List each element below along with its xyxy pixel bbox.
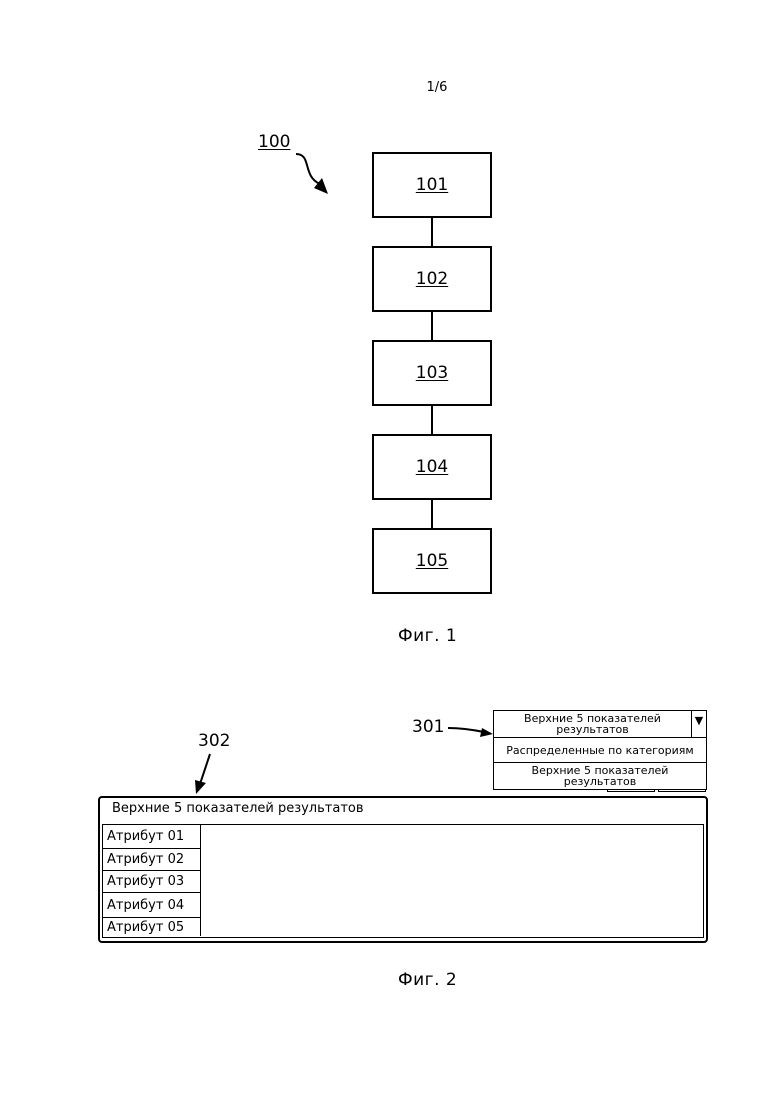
fig1-connector <box>431 312 433 342</box>
dropdown-selected-label: Верхние 5 показателей результатов <box>494 711 691 737</box>
fig2-panel-reference-arrow <box>192 752 218 796</box>
fig2-dropdown-reference-arrow <box>446 720 494 740</box>
fig1-connector <box>431 406 433 436</box>
dropdown-option[interactable]: Распределенные по категориям <box>494 738 706 763</box>
fig2-caption: Фиг. 2 <box>398 970 457 990</box>
attribute-table: Атрибут 01 Атрибут 02 Атрибут 03 Атрибут… <box>102 824 704 938</box>
fig1-connector <box>431 218 433 248</box>
panel-title: Верхние 5 показателей результатов <box>112 801 364 816</box>
attribute-row: Атрибут 05 <box>103 918 201 936</box>
fig1-box-102: 102 <box>372 246 492 312</box>
dropdown-option[interactable]: Верхние 5 показателей результатов <box>494 763 706 789</box>
fig1-box-103: 103 <box>372 340 492 406</box>
dropdown-arrow-icon[interactable]: ▼ <box>691 711 706 737</box>
fig2-panel-reference-label: 302 <box>198 731 230 751</box>
attribute-row: Атрибут 02 <box>103 849 201 871</box>
fig1-reference-arrow <box>290 148 340 200</box>
results-dropdown[interactable]: Верхние 5 показателей результатов ▼ Расп… <box>493 710 707 790</box>
page-number: 1/6 <box>0 80 780 95</box>
attribute-row: Атрибут 03 <box>103 871 201 893</box>
fig1-box-101: 101 <box>372 152 492 218</box>
fig1-caption: Фиг. 1 <box>398 626 457 646</box>
dropdown-selected[interactable]: Верхние 5 показателей результатов ▼ <box>494 711 706 738</box>
attribute-row: Атрибут 01 <box>103 825 201 849</box>
fig1-connector <box>431 500 433 530</box>
results-panel: Верхние 5 показателей результатов Атрибу… <box>98 796 708 943</box>
fig1-box-105: 105 <box>372 528 492 594</box>
fig1-box-104: 104 <box>372 434 492 500</box>
attribute-row: Атрибут 04 <box>103 893 201 918</box>
fig1-reference-label: 100 <box>258 132 290 152</box>
fig2-dropdown-reference-label: 301 <box>412 717 444 737</box>
